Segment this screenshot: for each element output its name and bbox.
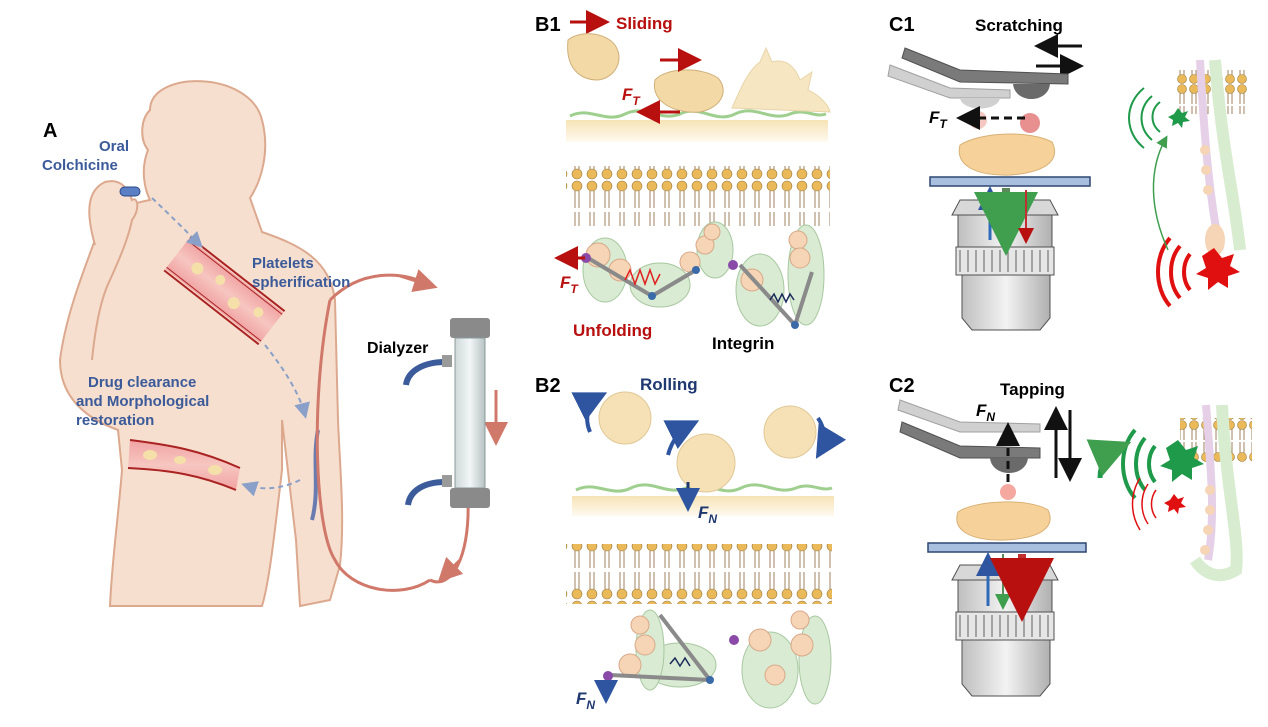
- b1-fibers: [569, 109, 827, 119]
- loop-arrow-bottom: [437, 556, 464, 583]
- panel-c1: C1 Scratching FT: [887, 14, 1248, 331]
- platelets-line2: spherification: [252, 274, 350, 291]
- unfolded-integrin: [581, 221, 734, 308]
- hand: [88, 180, 139, 361]
- c1-slide: [929, 176, 1091, 187]
- panel-a-label: A: [43, 120, 57, 142]
- drug-clearance-line1: Drug clearance: [88, 374, 196, 391]
- c2-green-star: [1160, 440, 1204, 482]
- c2-slide: [927, 542, 1087, 553]
- fn-label-lower: FN: [576, 689, 595, 712]
- panel-b2-label: B2: [535, 375, 561, 397]
- c2-cantilever-light: [897, 399, 1041, 433]
- oral-colchicine-line2: Colchicine: [42, 157, 118, 174]
- platelet-sliding: [653, 69, 724, 113]
- sphere-left: [598, 391, 652, 445]
- c2-bead: [1000, 484, 1016, 500]
- integrin-label: Integrin: [712, 334, 774, 353]
- panel-b2: B2 Rolling FN FN: [535, 375, 847, 712]
- sphere-right: [763, 405, 817, 459]
- rolling-label: Rolling: [640, 375, 698, 394]
- roll-arrow-right: [815, 416, 847, 459]
- ft-label-unfold: FT: [560, 273, 579, 296]
- tip-dark: [1013, 84, 1050, 99]
- platelet-spread: [731, 46, 831, 113]
- loop-arrow-top: [399, 269, 438, 293]
- roll-arrow-left: [571, 392, 608, 433]
- panel-c1-label: C1: [889, 14, 915, 36]
- c1-red-star: [1196, 248, 1240, 290]
- c1-tension-sensor: [1176, 59, 1248, 256]
- oral-colchicine-line1: Oral: [99, 138, 129, 155]
- bead-light: [969, 111, 987, 129]
- c2-cantilever-dark: [899, 421, 1041, 459]
- dialyzer-device: [403, 318, 490, 508]
- c1-red-waves: [1156, 236, 1192, 308]
- lower-vessel: [127, 439, 241, 491]
- platelet-discoid: [567, 33, 620, 81]
- c2-green-waves: [1121, 428, 1157, 500]
- sphere-center: [676, 433, 736, 493]
- roll-arrow-center: [663, 420, 700, 456]
- folded-integrin: [728, 224, 825, 329]
- sliding-label: Sliding: [616, 14, 673, 33]
- b2-substrate: [572, 496, 834, 516]
- b1-substrate: [566, 120, 828, 142]
- c1-green-curve-arrow: [1152, 135, 1169, 251]
- panel-a: A Oral Colchicine Platelets spherificati…: [42, 80, 508, 608]
- panel-b1-label: B1: [535, 14, 561, 36]
- tapping-label: Tapping: [1000, 380, 1065, 399]
- unfolding-label: Unfolding: [573, 321, 652, 340]
- b1-membrane: [566, 166, 830, 226]
- bead-dark: [1020, 113, 1040, 133]
- c2-red-star: [1164, 494, 1186, 514]
- pill-icon: [119, 186, 141, 197]
- flow-arrow-down: [264, 344, 310, 419]
- scratching-label: Scratching: [975, 16, 1063, 35]
- b2-integrin-right: [729, 610, 832, 709]
- ft-label-b1: FT: [622, 85, 641, 108]
- drug-clearance-line3: restoration: [76, 412, 154, 429]
- c2-red-waves: [1131, 477, 1157, 531]
- cantilever-light: [887, 64, 1011, 99]
- panel-c2: C2 Tapping FN: [889, 375, 1252, 697]
- c2-objective: [951, 564, 1059, 697]
- platelets-line1: Platelets: [252, 255, 314, 272]
- fn-label-b2: FN: [698, 503, 717, 526]
- drug-clearance-line2: and Morphological: [76, 393, 209, 410]
- b2-membrane: [566, 544, 832, 604]
- ft-label-c1: FT: [929, 108, 948, 131]
- flow-arrow-back: [241, 479, 301, 497]
- c2-tension-sensor: [1180, 404, 1252, 582]
- c1-green-waves: [1128, 87, 1161, 149]
- c1-platelet: [958, 133, 1056, 176]
- tip-light: [960, 98, 1000, 109]
- cantilever-dark: [901, 47, 1069, 85]
- upper-vessel: [163, 236, 286, 346]
- dialyzer-label: Dialyzer: [367, 340, 428, 357]
- panel-b1: B1 Sliding FT: [535, 10, 831, 353]
- panel-c2-label: C2: [889, 375, 915, 397]
- c2-green-curve-arrow: [1086, 439, 1132, 479]
- c1-green-star: [1168, 108, 1190, 128]
- c2-platelet: [956, 501, 1051, 541]
- fn-label-c2: FN: [976, 401, 995, 424]
- b2-integrin-left: [603, 609, 717, 691]
